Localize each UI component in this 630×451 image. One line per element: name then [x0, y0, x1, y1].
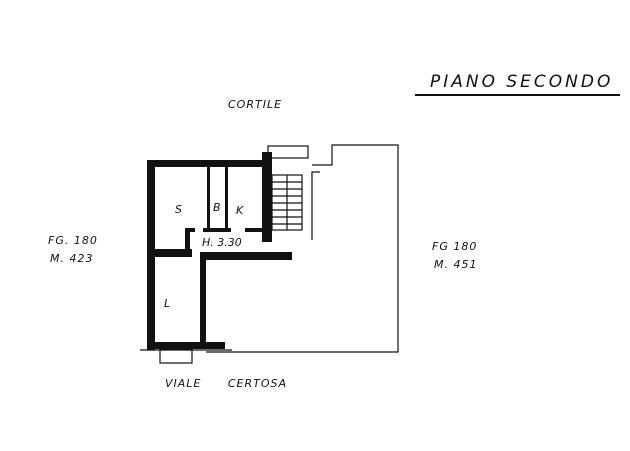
label-west-sheet: FG. 180 — [48, 234, 98, 247]
wall-stair — [262, 152, 272, 242]
balcony — [159, 348, 193, 364]
plan-title: PIANO SECONDO — [430, 72, 614, 92]
stair-wall — [311, 171, 320, 240]
wall-corridor — [200, 252, 292, 260]
label-west-parcel: M. 423 — [50, 252, 94, 265]
wall-k-bottom — [245, 228, 265, 232]
room-l: L — [164, 297, 172, 310]
label-east-sheet: FG 180 — [432, 240, 478, 253]
wall-b-k — [225, 165, 228, 232]
wall-s-b — [207, 165, 210, 232]
room-k: K — [236, 204, 245, 217]
label-cortile: CORTILE — [228, 98, 283, 111]
wall-s-stub — [185, 228, 190, 256]
wall-s-bottom — [185, 228, 195, 232]
wall-l-right — [200, 252, 206, 349]
label-height: H. 3.30 — [202, 236, 242, 249]
wall-b-bottom — [203, 228, 231, 232]
label-viale-certosa: VIALE CERTOSA — [165, 377, 288, 390]
title-underline — [415, 94, 620, 96]
room-s: S — [175, 203, 183, 216]
lot-outline — [206, 144, 399, 353]
wall-top — [147, 160, 272, 167]
wall-bottom — [147, 342, 225, 349]
stair-landing — [267, 145, 309, 159]
room-b: B — [213, 201, 222, 214]
label-east-parcel: M. 451 — [434, 258, 478, 271]
wall-s-l — [147, 249, 192, 257]
stair-steps — [272, 175, 302, 230]
